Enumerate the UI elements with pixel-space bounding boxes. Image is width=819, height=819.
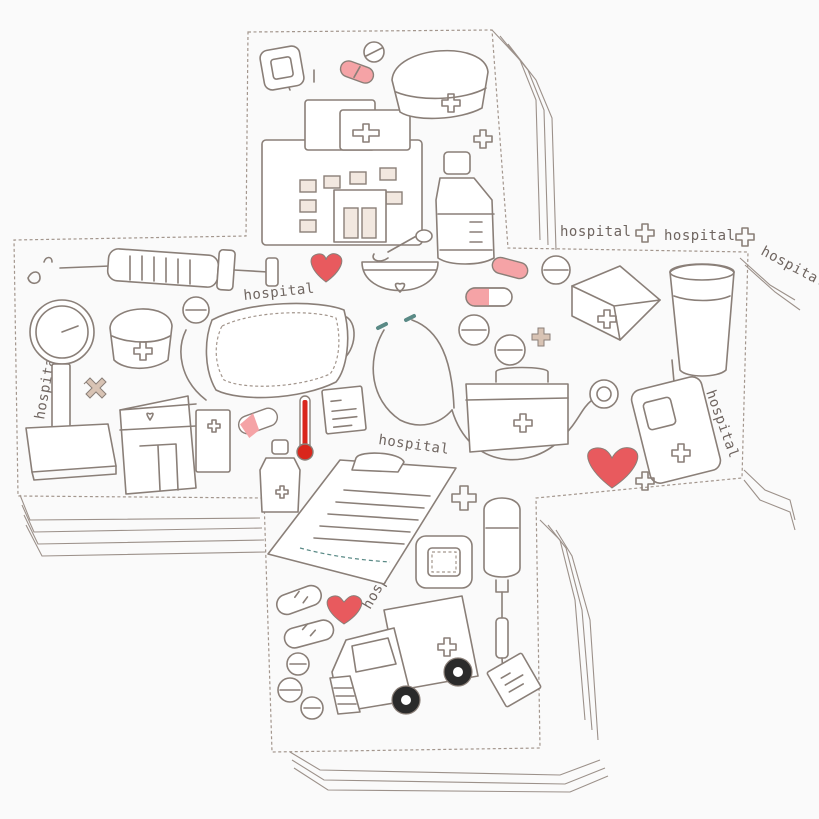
heart-icon xyxy=(310,253,343,283)
clinic-building-icon xyxy=(119,395,231,495)
pill-icon xyxy=(275,584,335,720)
mortar-pestle-icon xyxy=(361,229,439,293)
clipboard-icon xyxy=(267,452,457,585)
medicine-bottle-icon xyxy=(435,151,495,265)
pill-icon xyxy=(339,41,385,84)
cross-mark-icon xyxy=(735,227,755,247)
cross-paper-stack xyxy=(19,29,801,793)
cross-mark-icon xyxy=(531,327,551,347)
hospital-label: hospital xyxy=(560,224,631,240)
hospital-label: hospital xyxy=(664,228,735,244)
nurse-cap-icon xyxy=(391,49,489,120)
bandage-icon xyxy=(415,535,473,589)
medical-box-icon xyxy=(571,265,661,341)
cross-mark-icon xyxy=(473,129,493,149)
iv-bag-icon xyxy=(483,497,521,691)
ambulance-icon xyxy=(329,595,479,715)
thermometer-icon xyxy=(296,395,314,461)
heart-icon xyxy=(587,447,639,489)
cross-mark-icon xyxy=(635,471,655,491)
phone-icon xyxy=(630,359,722,484)
heart-icon xyxy=(326,595,363,625)
hospital-label: hospital xyxy=(758,243,819,291)
first-aid-kit-icon xyxy=(465,366,569,453)
face-mask-icon xyxy=(180,302,355,401)
cross-mark-icon xyxy=(451,485,477,511)
pill-icon xyxy=(182,255,571,439)
syringe-icon xyxy=(27,248,279,292)
hospital-building-icon xyxy=(261,69,423,246)
cross-outline xyxy=(13,29,749,753)
bandage-icon xyxy=(259,45,305,91)
water-glass-icon xyxy=(669,263,735,377)
hospital-label: hospital xyxy=(243,281,316,304)
scale-icon xyxy=(25,299,117,481)
nurse-cap-icon xyxy=(109,308,173,370)
prescription-card-icon xyxy=(321,385,367,435)
stethoscope-icon xyxy=(372,314,619,461)
medicine-bottle-icon xyxy=(259,439,301,513)
prescription-card-icon xyxy=(486,652,542,708)
cross-mark-icon xyxy=(635,223,655,243)
cross-mark-icon xyxy=(83,377,107,399)
